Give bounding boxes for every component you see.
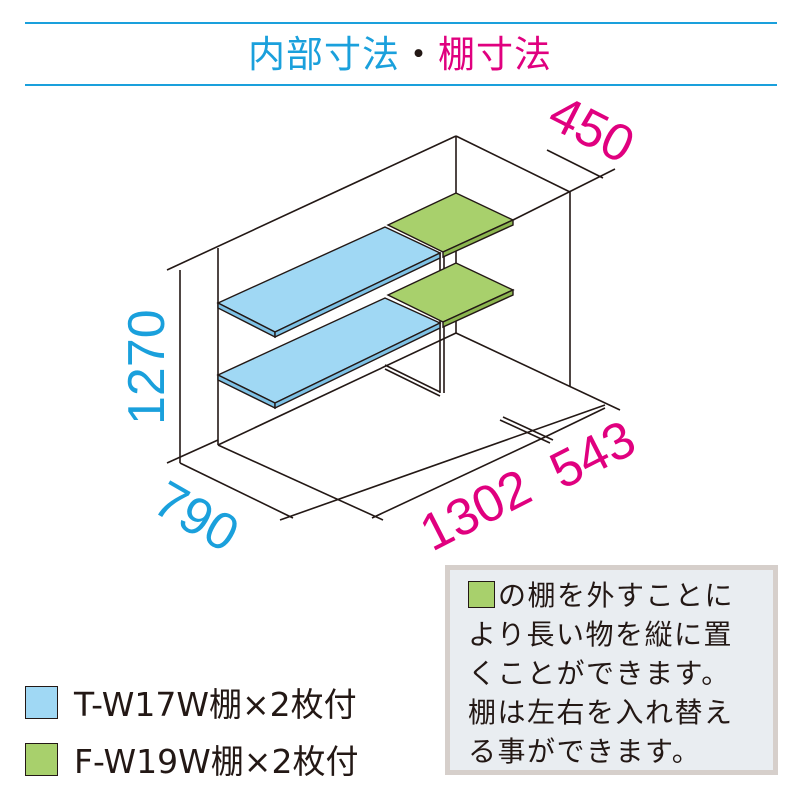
page-title: 内部寸法・棚寸法 [0,30,800,80]
note-box: の棚を外すことに より長い物を縦に置 くことができます。 棚は左右を入れ替え る… [445,565,778,775]
shelf-depth-dimension: 450 [540,84,644,175]
note-text: の棚を外すことに [498,579,735,612]
height-dimension: 1270 [118,309,176,425]
width-dimension: 1302 [411,458,540,562]
title-rule-top [25,22,777,24]
note-line: くことができます。 [468,657,731,690]
legend-label: T-W17W棚×2枚付 [74,685,357,724]
green-swatch [25,742,58,776]
legend-label: F-W19W棚×2枚付 [74,742,359,781]
note-line: る事ができます。 [468,735,702,768]
green-swatch-inline [468,581,495,608]
blue-swatch [25,685,58,719]
legend-item-green-shelf: F-W19W棚×2枚付 [25,735,358,783]
note-line: より長い物を縦に置 [468,618,733,651]
title-internal-dims: 内部寸法 [248,33,400,76]
title-rule-bottom [25,84,777,86]
note-line: の棚を外すことに [468,576,773,615]
depth-dimension: 790 [144,470,248,564]
note-line: 棚は左右を入れ替え [468,696,734,729]
shelf-width-dimension: 543 [541,410,645,501]
title-shelf-dims: 棚寸法 [438,33,552,76]
legend-item-blue-shelf: T-W17W棚×2枚付 [25,678,357,726]
title-separator: ・ [400,33,438,76]
